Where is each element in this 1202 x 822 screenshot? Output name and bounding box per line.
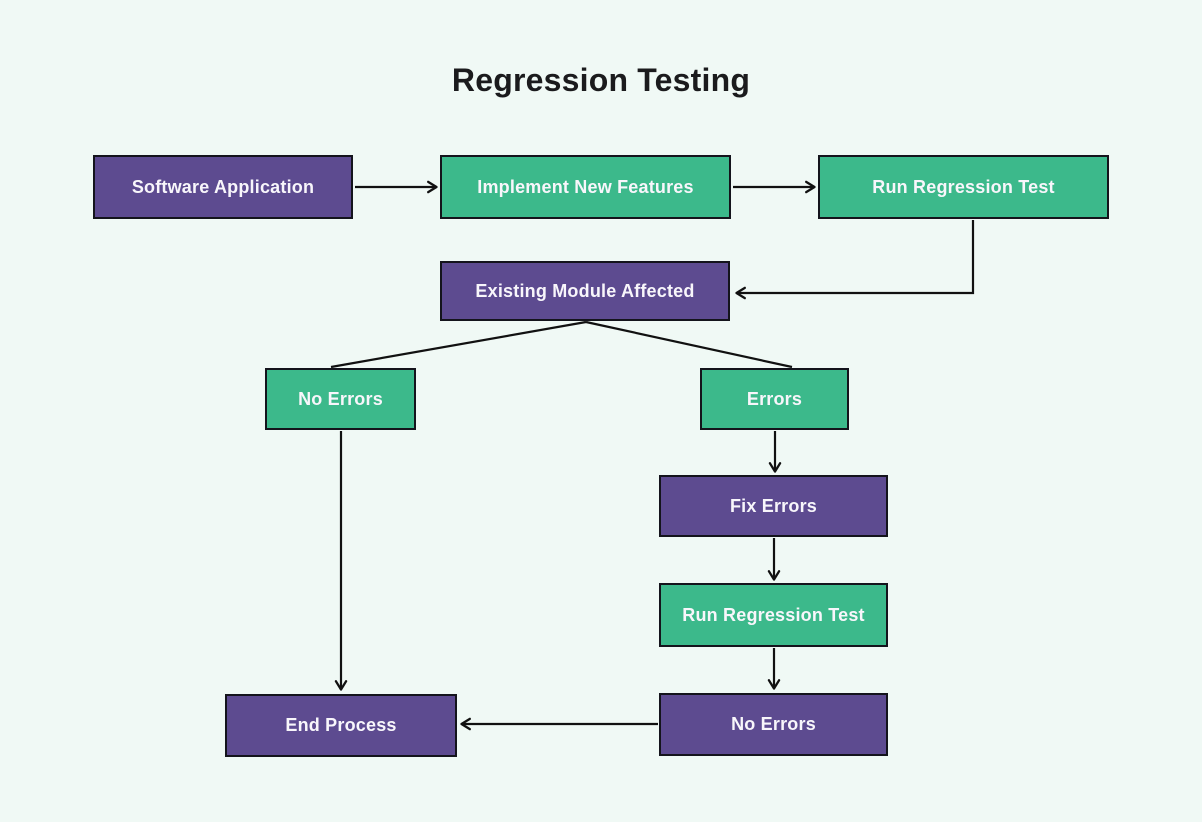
node-run-regression-test-2: Run Regression Test — [659, 583, 888, 647]
diagram-title: Regression Testing — [451, 62, 751, 98]
node-no-errors-branch: No Errors — [265, 368, 416, 430]
node-label: Run Regression Test — [872, 176, 1055, 197]
node-no-errors-final: No Errors — [659, 693, 888, 756]
node-label: Fix Errors — [729, 495, 818, 516]
node-software-application: Software Application — [93, 155, 353, 219]
edge-existing-module-to-errors — [585, 320, 793, 369]
node-label: Implement New Features — [477, 176, 694, 197]
node-label: End Process — [285, 715, 397, 735]
node-existing-module-affected: Existing Module Affected — [440, 261, 730, 321]
node-label: Software Application — [131, 176, 315, 197]
node-label: Run Regression Test — [682, 604, 865, 625]
edge-run-regression-to-existing-module — [735, 220, 975, 300]
node-run-regression-test-1: Run Regression Test — [818, 155, 1109, 219]
node-label: Existing Module Affected — [475, 280, 695, 301]
node-label: No Errors — [731, 714, 816, 734]
node-errors: Errors — [700, 368, 849, 430]
node-label: Errors — [746, 388, 803, 409]
node-label: No Errors — [298, 388, 383, 409]
edge-existing-module-to-no-errors — [330, 320, 587, 369]
node-implement-new-features: Implement New Features — [440, 155, 731, 219]
node-fix-errors: Fix Errors — [659, 475, 888, 537]
node-end-process: End Process — [225, 694, 457, 757]
